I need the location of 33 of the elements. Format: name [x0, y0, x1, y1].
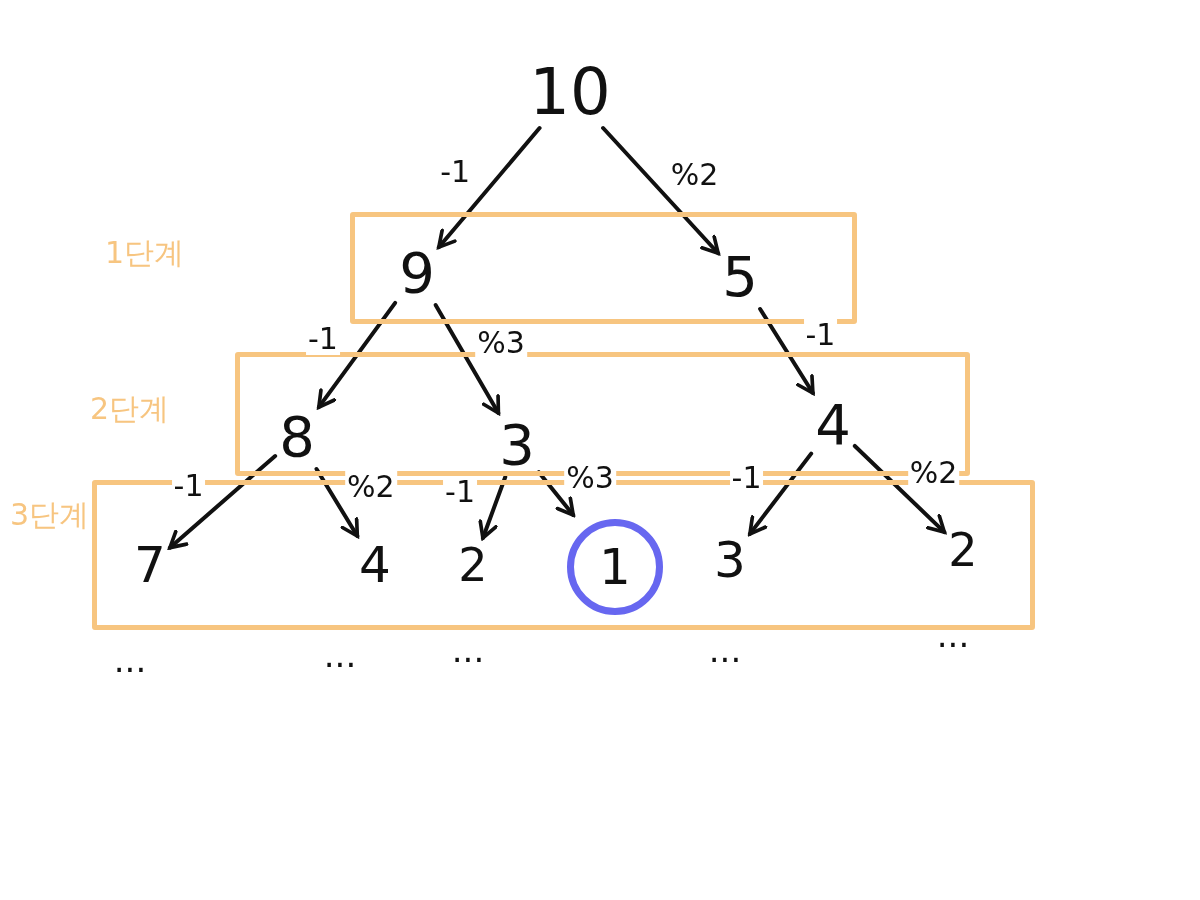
number-label: 3: [714, 535, 746, 585]
arrow: [601, 126, 721, 256]
ellipsis: ...: [708, 633, 742, 667]
level-label: 1단계: [105, 238, 185, 268]
arrow: [758, 307, 815, 395]
number-label: 10: [529, 60, 611, 124]
highlight-circle: [567, 519, 663, 615]
number-label: 2: [458, 542, 488, 588]
ellipsis: ...: [936, 618, 970, 652]
level-label: 3단계: [10, 500, 90, 530]
arrow: [314, 467, 360, 538]
level-label: 2단계: [90, 394, 170, 424]
arrow: [747, 451, 814, 536]
number-label: 2: [948, 527, 978, 573]
number-label: 4: [359, 540, 391, 590]
arrow: [167, 454, 278, 550]
number-label: 3: [499, 417, 535, 473]
level-band: [350, 212, 857, 324]
arrow: [316, 300, 398, 410]
arrow: [536, 470, 576, 517]
number-label: 5: [722, 249, 758, 305]
number-label: 9: [399, 245, 435, 301]
number-label: 7: [134, 540, 166, 590]
arrow: [433, 303, 501, 415]
number-label: 4: [815, 397, 851, 453]
arrow: [852, 444, 947, 535]
ellipsis: ...: [113, 643, 147, 677]
ellipsis: ...: [323, 638, 357, 672]
arrow: [436, 126, 542, 250]
arrow: [478, 475, 508, 540]
number-label: 8: [279, 409, 315, 465]
ellipsis: ...: [451, 633, 485, 667]
number-label: 1: [599, 542, 631, 592]
